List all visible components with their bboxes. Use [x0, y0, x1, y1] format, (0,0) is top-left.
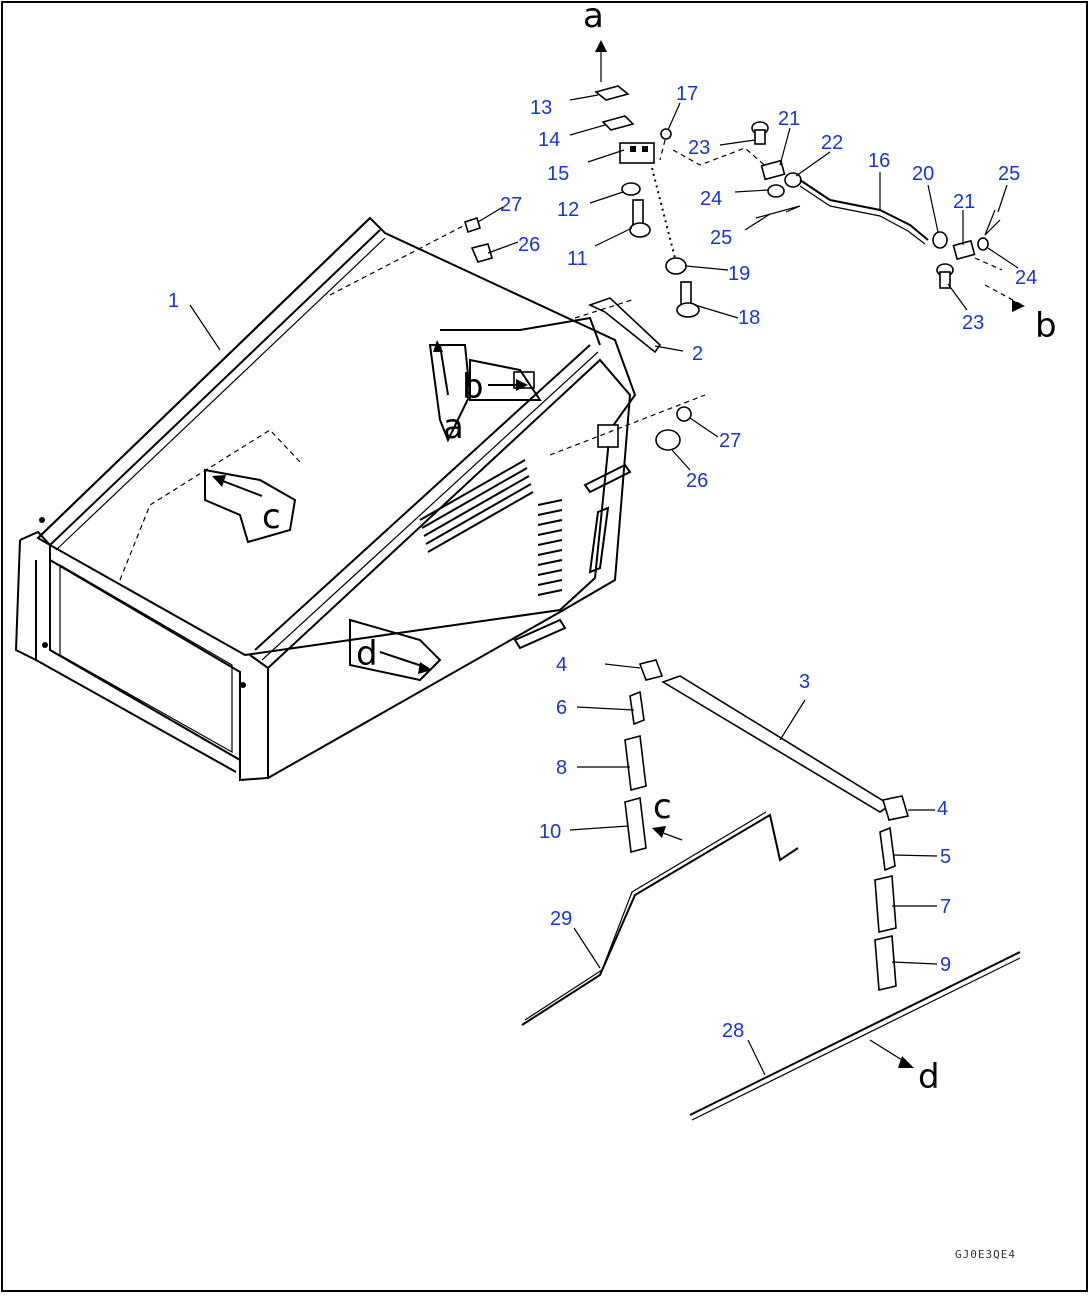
handle-side [588, 506, 610, 574]
view-balloon-b [469, 358, 542, 401]
callout-17: 17 [676, 83, 698, 105]
callout-27-top: 27 [500, 194, 522, 216]
strip-28 [689, 951, 1021, 1116]
ref-letter-c-hood: c [262, 497, 281, 537]
callout-1: 1 [168, 290, 179, 312]
drawing-code: GJ0E3QE4 [955, 1248, 1016, 1261]
latch-plate [597, 424, 619, 448]
callout-18: 18 [738, 307, 760, 329]
callout-14: 14 [538, 129, 560, 151]
callout-26-side: 26 [686, 470, 708, 492]
callout-2: 2 [692, 343, 703, 365]
callout-13: 13 [530, 97, 552, 119]
view-balloon-a [428, 344, 472, 443]
leader-lines [189, 94, 1019, 1076]
ref-letter-a-top: a [583, 0, 604, 36]
side-louvers [419, 459, 534, 553]
callout-4-right: 4 [937, 798, 948, 820]
ref-letter-c-strip: c [653, 787, 672, 827]
engine-hood [14, 216, 706, 782]
callout-25-right: 25 [998, 163, 1020, 185]
callout-5: 5 [940, 846, 951, 868]
callout-3: 3 [799, 671, 810, 693]
callout-9: 9 [940, 954, 951, 976]
callout-numbers: 1 2 3 4 4 5 6 7 8 9 10 11 12 13 14 15 16… [168, 83, 1037, 1042]
vertical-louvers [537, 499, 563, 596]
callout-25-left: 25 [710, 227, 732, 249]
callout-26-top: 26 [518, 234, 540, 256]
callout-22: 22 [821, 132, 843, 154]
strip-29 [521, 813, 799, 1026]
callout-4-left: 4 [556, 654, 567, 676]
part-2-block [587, 297, 662, 354]
callout-11: 11 [567, 248, 588, 270]
callout-29: 29 [550, 908, 572, 930]
latch-assembly: a [464, 0, 1057, 451]
callout-24-top: 24 [700, 188, 722, 210]
callout-10: 10 [539, 821, 561, 843]
ref-letter-d-hood: d [356, 634, 378, 674]
callout-23-right: 23 [962, 312, 984, 334]
callout-24-right: 24 [1015, 267, 1037, 289]
view-balloon-c [204, 468, 297, 544]
callout-23-top: 23 [688, 137, 710, 159]
ref-letter-a-hood: a [443, 407, 464, 447]
handle-upper [583, 463, 632, 494]
callout-28: 28 [722, 1020, 744, 1042]
callout-6: 6 [556, 697, 567, 719]
ref-letter-b-top: b [1035, 306, 1057, 346]
callout-27-side: 27 [719, 430, 741, 452]
callout-15: 15 [547, 163, 569, 185]
ref-letter-b-hood: b [462, 367, 484, 407]
ref-letter-d-strip: d [918, 1057, 940, 1097]
seal-assembly [624, 659, 910, 991]
callout-21-top: 21 [778, 108, 800, 130]
callout-7: 7 [940, 896, 951, 918]
callout-12: 12 [557, 199, 579, 221]
callout-19: 19 [728, 263, 750, 285]
callout-8: 8 [556, 757, 567, 779]
callout-20: 20 [912, 163, 934, 185]
callout-16: 16 [868, 150, 890, 172]
callout-21-right: 21 [953, 191, 975, 213]
handle-lower [513, 618, 567, 650]
